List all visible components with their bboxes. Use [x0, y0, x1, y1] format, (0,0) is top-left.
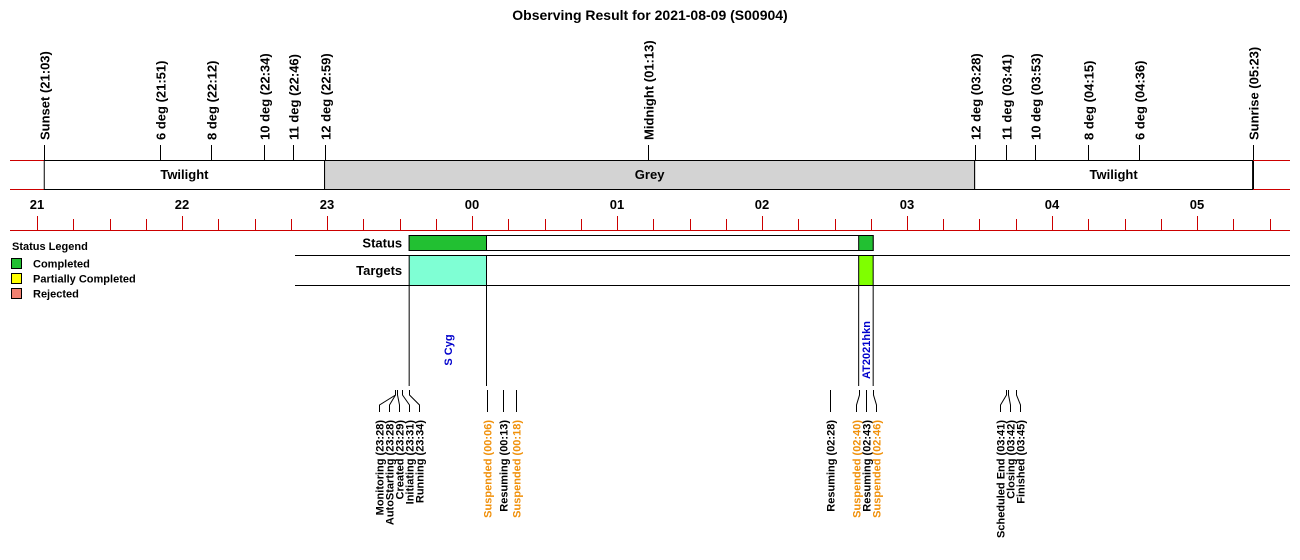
event-label: Created (23:29) — [395, 420, 407, 500]
sun-event-label: Sunset (21:03) — [38, 51, 53, 140]
chart-title: Observing Result for 2021-08-09 (S00904) — [512, 7, 787, 23]
event-leader-line — [1000, 390, 1007, 412]
event-leader-line — [379, 390, 396, 412]
sun-event-label: 6 deg (04:36) — [1133, 61, 1148, 140]
sky-band — [974, 160, 1254, 190]
time-axis: 21 22 23 00 01 02 03 04 05 — [10, 197, 1290, 231]
legend-swatch — [11, 288, 22, 299]
sun-event-label: 11 deg (22:46) — [287, 54, 302, 140]
event-label: Suspended (02:46) — [872, 420, 884, 518]
target-segment — [858, 255, 874, 286]
event-label: Suspended (00:06) — [483, 420, 495, 518]
target-name-label: AT2021hkn — [861, 321, 873, 379]
event-leader-line — [402, 390, 410, 412]
row-label: Targets — [356, 263, 402, 278]
event-label: Scheduled End (03:41) — [996, 420, 1008, 538]
status-segment — [408, 235, 487, 251]
sky-bands: Twilight Grey Twilight — [10, 160, 1290, 190]
event-leader-line — [389, 390, 396, 412]
axis-hour-label: 21 — [30, 197, 44, 212]
event-label: Resuming (00:13) — [499, 420, 511, 512]
legend-item-label: Rejected — [33, 289, 79, 301]
axis-hour-label: 03 — [900, 197, 914, 212]
event-leader-line — [397, 390, 400, 412]
status-segment — [858, 235, 874, 251]
event-label: Suspended (02:40) — [852, 420, 864, 518]
event-label: Finished (03:45) — [1016, 420, 1028, 504]
legend-item-label: Partially Completed — [33, 274, 136, 286]
axis-hour-label: 05 — [1190, 197, 1204, 212]
event-label: Initiating (23:31) — [405, 420, 417, 505]
event-leader-line — [409, 390, 420, 412]
event-leader-line — [873, 390, 877, 412]
event-leader-line — [1008, 390, 1011, 412]
sky-band-label: Twilight — [1090, 167, 1139, 182]
sky-band-label: Twilight — [160, 167, 209, 182]
event-label: Resuming (02:43) — [862, 420, 874, 512]
sun-event-label: 12 deg (03:28) — [969, 53, 984, 140]
row-label: Status — [362, 236, 402, 251]
axis-hour-label: 23 — [320, 197, 334, 212]
axis-hour-label: 00 — [465, 197, 479, 212]
legend-swatch — [11, 258, 22, 269]
legend-item-label: Completed — [33, 259, 90, 271]
sun-event-label: Sunrise (05:23) — [1247, 47, 1262, 140]
event-label: Resuming (02:28) — [826, 420, 838, 512]
event-label: Monitoring (23:28) — [375, 420, 387, 516]
target-name-label: S Cyg — [443, 334, 455, 365]
sun-event-label: 12 deg (22:59) — [319, 53, 334, 140]
sun-event-label: 10 deg (22:34) — [258, 53, 273, 140]
sun-event-label: 8 deg (22:12) — [205, 61, 220, 140]
event-label: Running (23:34) — [415, 420, 427, 503]
sun-events: Sunset (21:03) 6 deg (21:51) 8 deg (22:12)… — [38, 40, 1262, 189]
axis-hour-label: 22 — [175, 197, 189, 212]
sun-event-label: 8 deg (04:15) — [1082, 61, 1097, 140]
axis-hour-label: 01 — [610, 197, 624, 212]
legend-title: Status Legend — [12, 241, 88, 253]
sun-event-label: 6 deg (21:51) — [154, 61, 169, 140]
sun-event-label: Midnight (01:13) — [642, 40, 657, 140]
sky-band-label: Grey — [635, 167, 665, 182]
event-leader-line — [856, 390, 860, 412]
observation-events: Monitoring (23:28)AutoStarting (23:28)Cr… — [375, 390, 1028, 538]
sun-event-label: 11 deg (03:41) — [1000, 54, 1015, 140]
sky-band — [324, 160, 976, 190]
legend-swatch — [11, 273, 22, 284]
target-segment — [408, 255, 487, 286]
event-leader-line — [1016, 390, 1021, 412]
event-label: Suspended (00:18) — [512, 420, 524, 518]
sun-event-label: 10 deg (03:53) — [1029, 53, 1044, 140]
event-label: Closing (03:42) — [1006, 420, 1018, 499]
axis-hour-label: 02 — [755, 197, 769, 212]
event-label: AutoStarting (23:28) — [385, 420, 397, 525]
sky-band — [43, 160, 326, 190]
axis-hour-label: 04 — [1045, 197, 1060, 212]
